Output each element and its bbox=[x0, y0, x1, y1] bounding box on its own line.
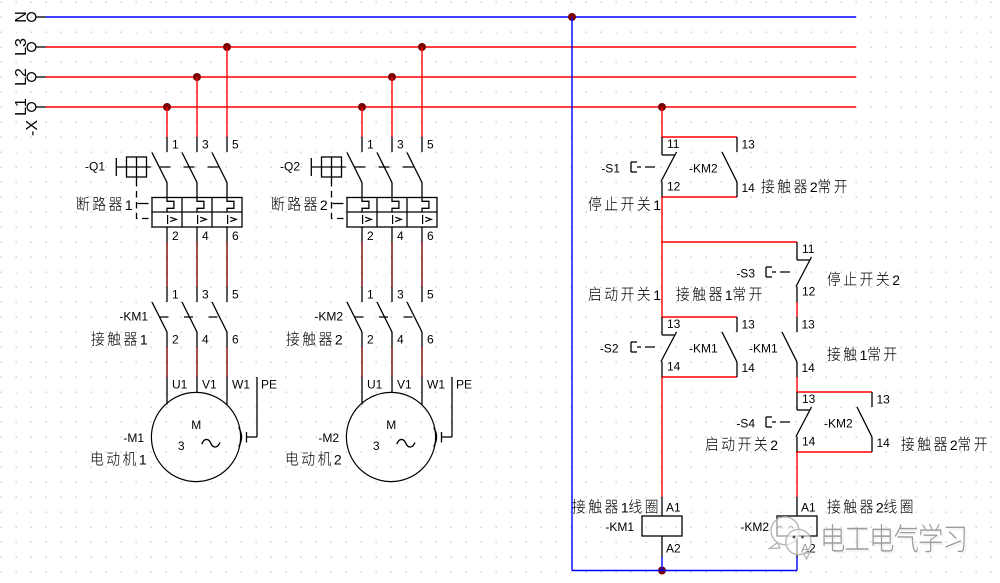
svg-text:3: 3 bbox=[202, 288, 209, 302]
svg-text:2: 2 bbox=[892, 272, 900, 288]
svg-text:1: 1 bbox=[367, 288, 374, 302]
svg-text:2: 2 bbox=[950, 437, 958, 453]
svg-text:-KM1: -KM1 bbox=[689, 341, 718, 355]
svg-text:M: M bbox=[191, 418, 201, 432]
svg-text:-X: -X bbox=[24, 120, 41, 136]
svg-text:-KM2: -KM2 bbox=[740, 520, 769, 534]
svg-text:4: 4 bbox=[202, 229, 209, 243]
svg-text:V1: V1 bbox=[202, 378, 217, 392]
svg-text:W1: W1 bbox=[427, 378, 445, 392]
svg-text:1: 1 bbox=[621, 499, 629, 515]
svg-text:-KM2: -KM2 bbox=[689, 161, 718, 175]
svg-text:L2: L2 bbox=[13, 68, 30, 86]
svg-text:V1: V1 bbox=[397, 378, 412, 392]
svg-text:2: 2 bbox=[876, 499, 884, 515]
svg-text:1: 1 bbox=[653, 287, 661, 303]
svg-text:W1: W1 bbox=[232, 378, 250, 392]
svg-text:PE: PE bbox=[456, 378, 472, 392]
svg-text:13: 13 bbox=[742, 138, 756, 152]
svg-text:-KM1: -KM1 bbox=[749, 341, 778, 355]
svg-text:4: 4 bbox=[397, 229, 404, 243]
svg-text:1: 1 bbox=[140, 332, 148, 348]
svg-text:-S3: -S3 bbox=[736, 266, 755, 280]
svg-text:2: 2 bbox=[770, 437, 778, 453]
svg-text:-KM2: -KM2 bbox=[824, 416, 853, 430]
svg-text:5: 5 bbox=[427, 288, 434, 302]
svg-text:2: 2 bbox=[335, 332, 343, 348]
svg-text:13: 13 bbox=[742, 318, 756, 332]
svg-text:6: 6 bbox=[232, 333, 239, 347]
svg-text:2: 2 bbox=[172, 229, 179, 243]
svg-text:3: 3 bbox=[373, 439, 380, 453]
svg-text:4: 4 bbox=[397, 333, 404, 347]
svg-text:11: 11 bbox=[667, 137, 680, 151]
svg-text:N: N bbox=[13, 11, 30, 23]
svg-text:M: M bbox=[386, 418, 396, 432]
svg-text:L1: L1 bbox=[13, 98, 30, 116]
svg-text:14: 14 bbox=[742, 361, 756, 375]
svg-text:4: 4 bbox=[202, 333, 209, 347]
svg-text:1: 1 bbox=[653, 197, 661, 213]
svg-text:A1: A1 bbox=[666, 501, 681, 515]
svg-text:13: 13 bbox=[802, 318, 816, 332]
svg-text:6: 6 bbox=[427, 333, 434, 347]
svg-text:-Q1: -Q1 bbox=[85, 160, 105, 174]
svg-text:A1: A1 bbox=[801, 501, 816, 515]
svg-text:14: 14 bbox=[802, 361, 816, 375]
svg-text:1: 1 bbox=[172, 138, 179, 152]
svg-text:2: 2 bbox=[810, 179, 818, 195]
svg-text:-KM1: -KM1 bbox=[605, 520, 634, 534]
svg-text:14: 14 bbox=[802, 435, 816, 449]
svg-text:13: 13 bbox=[802, 392, 816, 406]
svg-text:3: 3 bbox=[202, 138, 209, 152]
svg-text:2: 2 bbox=[320, 197, 328, 213]
svg-text:6: 6 bbox=[427, 229, 434, 243]
svg-text:2: 2 bbox=[367, 229, 374, 243]
svg-text:U1: U1 bbox=[367, 378, 383, 392]
svg-text:1: 1 bbox=[139, 452, 147, 468]
svg-text:5: 5 bbox=[427, 138, 434, 152]
svg-text:13: 13 bbox=[877, 393, 891, 407]
svg-text:PE: PE bbox=[261, 378, 277, 392]
svg-text:-S1: -S1 bbox=[601, 161, 620, 175]
svg-text:3: 3 bbox=[397, 138, 404, 152]
svg-text:12: 12 bbox=[667, 180, 681, 194]
svg-text:L3: L3 bbox=[13, 38, 30, 56]
svg-text:1: 1 bbox=[172, 288, 179, 302]
svg-text:A2: A2 bbox=[666, 542, 681, 556]
svg-text:5: 5 bbox=[232, 288, 239, 302]
svg-text:5: 5 bbox=[232, 138, 239, 152]
svg-text:1: 1 bbox=[125, 197, 133, 213]
svg-text:U1: U1 bbox=[172, 378, 188, 392]
svg-text:12: 12 bbox=[802, 285, 816, 299]
svg-text:14: 14 bbox=[877, 436, 891, 450]
svg-text:-S2: -S2 bbox=[600, 341, 619, 355]
svg-text:11: 11 bbox=[802, 242, 815, 256]
svg-text:6: 6 bbox=[232, 229, 239, 243]
svg-text:2: 2 bbox=[367, 333, 374, 347]
svg-text:-KM2: -KM2 bbox=[314, 310, 343, 324]
svg-text:1: 1 bbox=[860, 347, 868, 363]
svg-text:-M1: -M1 bbox=[123, 431, 144, 445]
svg-text:1: 1 bbox=[367, 138, 374, 152]
svg-text:-Q2: -Q2 bbox=[280, 160, 300, 174]
svg-text:-S4: -S4 bbox=[736, 416, 755, 430]
svg-text:2: 2 bbox=[172, 333, 179, 347]
svg-text:-KM1: -KM1 bbox=[119, 310, 148, 324]
svg-text:14: 14 bbox=[742, 181, 756, 195]
svg-text:3: 3 bbox=[397, 288, 404, 302]
svg-text:-M2: -M2 bbox=[318, 431, 339, 445]
svg-text:2: 2 bbox=[334, 452, 342, 468]
svg-text:13: 13 bbox=[667, 317, 681, 331]
svg-text:1: 1 bbox=[725, 287, 733, 303]
svg-text:3: 3 bbox=[178, 439, 185, 453]
svg-text:14: 14 bbox=[667, 360, 681, 374]
